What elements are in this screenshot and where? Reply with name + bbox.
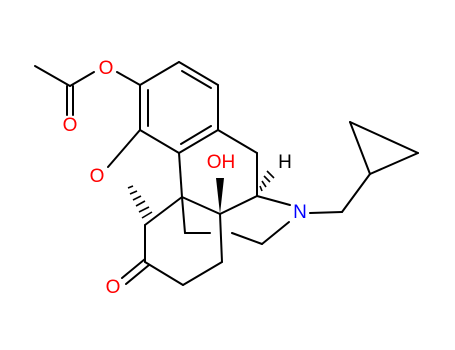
c7-to-c8-bond bbox=[182, 261, 223, 286]
ether-oxygen-label: O bbox=[90, 166, 105, 187]
acetyl-ester-bond bbox=[69, 71, 95, 87]
ring-bond-4-inner bbox=[180, 125, 212, 145]
c14-to-c9-bond bbox=[219, 195, 258, 215]
nitrogen-to-ch2-bond bbox=[309, 211, 343, 214]
c6-to-c7-bond bbox=[144, 261, 184, 286]
stereo-hydrogen-label: H bbox=[278, 152, 292, 173]
ketone-oxygen-label: O bbox=[106, 277, 121, 298]
acetyl-carbonyl-oxygen-label: O bbox=[63, 115, 78, 136]
ring-bond-2 bbox=[178, 61, 219, 86]
ring-bond-4 bbox=[178, 129, 219, 154]
c9-hash-bond bbox=[259, 170, 275, 192]
ketone-bond-1 bbox=[121, 258, 146, 279]
bridge-to-ch2-bond bbox=[231, 232, 263, 245]
hydroxyl-label: OH bbox=[207, 152, 236, 173]
cyclopropyl-bond-3 bbox=[369, 152, 419, 175]
bonds bbox=[34, 61, 419, 286]
ring-bond-2-inner bbox=[181, 70, 212, 89]
quaternary-to-c14-bond bbox=[181, 196, 221, 215]
c8-to-c14-bond bbox=[219, 213, 223, 263]
quaternary-to-bridge-bond bbox=[181, 196, 186, 234]
c9-to-nitrogen-bond bbox=[256, 195, 291, 206]
c5-hash-bond bbox=[127, 185, 153, 219]
cyclopropyl-bond-1 bbox=[349, 121, 371, 175]
atom-labels: O O O OH O N H bbox=[63, 58, 307, 298]
ring-bond-1 bbox=[139, 61, 180, 86]
aryl-ether-bond bbox=[107, 129, 141, 168]
cyclopropyl-bond-2 bbox=[349, 121, 419, 154]
c5-to-quaternary-bond bbox=[144, 196, 183, 226]
acetyl-methyl-bond bbox=[34, 65, 71, 87]
ch2-to-nitrogen-bond bbox=[261, 221, 290, 245]
ring-to-quaternary-bond bbox=[178, 152, 183, 198]
ring-bond-5 bbox=[139, 129, 180, 154]
hydroxyl-wedge-bond bbox=[216, 178, 224, 214]
ketone-bond-2 bbox=[125, 264, 150, 285]
ester-oxygen-label: O bbox=[99, 58, 114, 79]
ch2-to-cyclopropyl-bond bbox=[341, 173, 371, 213]
ester-aryl-bond bbox=[116, 71, 141, 86]
nitrogen-label: N bbox=[293, 202, 307, 223]
benzylic-bond-1 bbox=[217, 129, 258, 154]
